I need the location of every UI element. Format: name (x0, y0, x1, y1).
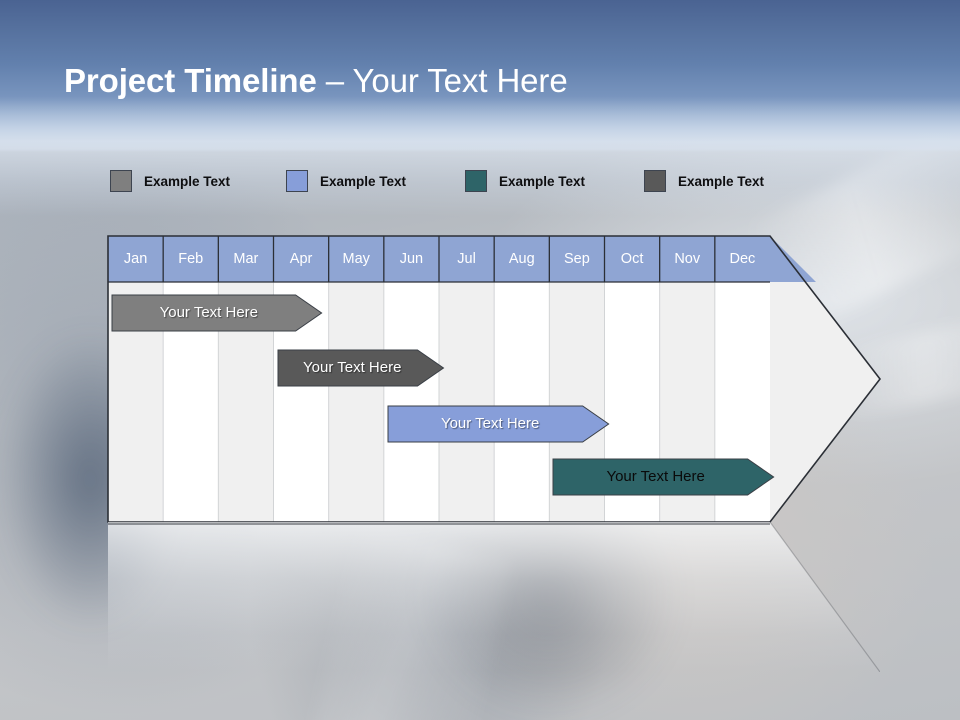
timeline-bar-label-1: Your Text Here (303, 359, 402, 376)
timeline-bar-shape-2 (387, 405, 610, 443)
legend-label-1: Example Text (320, 173, 407, 189)
timeline-bar-3[interactable]: Your Text Here (552, 458, 775, 496)
timeline-bar-shape-1 (277, 349, 444, 387)
timeline-bar-0[interactable]: Your Text Here (111, 294, 323, 332)
timeline-bar-label-3: Your Text Here (606, 468, 705, 485)
timeline-bar-shape-0 (111, 294, 323, 332)
month-label-sep[interactable]: Sep (564, 251, 590, 267)
legend-item-2[interactable]: Example Text (465, 168, 585, 194)
legend-swatch-icon-2 (465, 170, 487, 192)
month-label-feb[interactable]: Feb (178, 251, 204, 267)
month-label-mar[interactable]: Mar (233, 251, 259, 267)
legend-item-3[interactable]: Example Text (644, 168, 764, 194)
month-header-tip-fill (770, 236, 816, 282)
page-title-light: – Your Text Here (316, 62, 568, 99)
column-stripe-mar (218, 236, 274, 522)
month-label-dec[interactable]: Dec (729, 251, 756, 267)
month-header-row: Jan Feb Mar Apr May Jun Jul Aug Sep Oct Nov Dec (108, 236, 770, 282)
column-stripe-jan (108, 236, 164, 522)
month-label-aug[interactable]: Aug (508, 251, 535, 267)
timeline-bar-arrow-2 (387, 405, 610, 443)
legend-swatch-icon-3 (644, 170, 666, 192)
chart-arrow-outline (107, 235, 882, 523)
month-label-jun[interactable]: Jun (399, 251, 424, 267)
legend-label-0: Example Text (144, 173, 231, 189)
legend-label-2: Example Text (499, 173, 586, 189)
legend-swatch-icon-1 (286, 170, 308, 192)
timeline-bar-label-2: Your Text Here (440, 415, 540, 432)
timeline-chart: Jan Feb Mar Apr May Jun Jul Aug Sep Oct Nov Dec You… (107, 235, 882, 523)
timeline-bar-2[interactable]: Your Text Here (387, 405, 610, 443)
legend-label-3: Example Text (678, 173, 765, 189)
column-stripe-aug (494, 236, 550, 522)
column-stripe-jul (439, 236, 495, 522)
month-label-jul[interactable]: Jul (457, 251, 476, 267)
timeline-bar-label-0: Your Text Here (159, 304, 259, 321)
column-stripe-feb (163, 236, 219, 522)
page-title-strong: Project Timeline (64, 62, 317, 99)
legend-item-0[interactable]: Example Text (110, 168, 230, 194)
timeline-bar-shape-3 (552, 458, 775, 496)
timeline-bar-arrow-0 (111, 294, 323, 332)
month-label-jan[interactable]: Jan (123, 251, 148, 267)
month-label-nov[interactable]: Nov (674, 251, 701, 267)
timeline-bar-arrow-1 (277, 349, 444, 387)
legend-swatch-icon-0 (110, 170, 132, 192)
legend-item-1[interactable]: Example Text (286, 168, 406, 194)
timeline-bar-1[interactable]: Your Text Here (277, 349, 444, 387)
header-sheen (0, 96, 960, 216)
month-label-may[interactable]: May (342, 251, 370, 267)
legend: Example Text Example Text Example Text Exam… (110, 168, 830, 196)
month-label-oct[interactable]: Oct (620, 251, 644, 267)
page-title: Project Timeline – Your Text Here (64, 58, 568, 104)
month-label-apr[interactable]: Apr (289, 251, 313, 267)
timeline-bar-arrow-3 (552, 458, 775, 496)
